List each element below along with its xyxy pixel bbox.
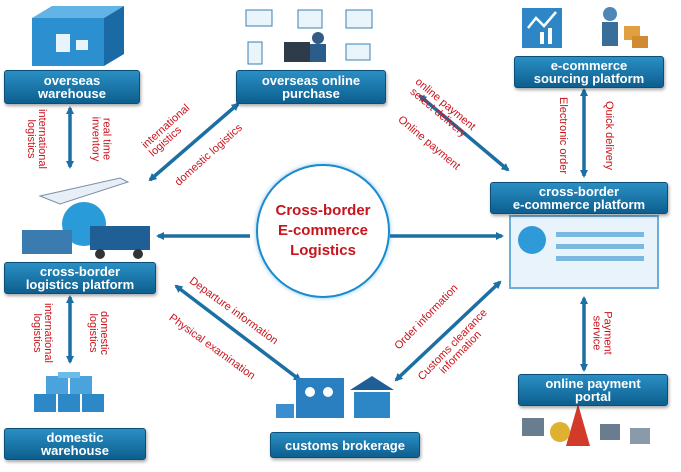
node-online-payment-portal: online payment portal bbox=[518, 374, 668, 406]
arrow-platform-customs bbox=[394, 280, 502, 382]
arrow-logistics-customs bbox=[174, 284, 302, 382]
node-online-payment-portal-line2: portal bbox=[574, 389, 612, 404]
label-domestic-logistics-bottom: domestic logistics bbox=[87, 310, 111, 356]
node-domestic-warehouse: domestic warehouse bbox=[4, 428, 146, 460]
node-domestic-warehouse-line2: warehouse bbox=[41, 443, 109, 458]
node-overseas-warehouse-line2: warehouse bbox=[38, 86, 106, 101]
label-international-logistics-bottom-l1: international bbox=[41, 303, 54, 363]
node-customs-brokerage-line1: customs brokerage bbox=[285, 437, 405, 453]
node-overseas-warehouse-line1: overseas bbox=[43, 73, 101, 88]
node-ecommerce-sourcing-line1: e-commerce bbox=[550, 58, 628, 73]
node-crossborder-ecommerce-line1: cross-border bbox=[538, 184, 620, 199]
node-crossborder-logistics-line1: cross-border bbox=[39, 264, 121, 279]
warehouse-illustration bbox=[32, 6, 124, 66]
node-crossborder-logistics-platform: cross-border logistics platform bbox=[4, 262, 156, 294]
label-international-logistics-top-l1: international bbox=[35, 109, 48, 169]
label-real-time-inventory-l2: inventory bbox=[89, 116, 102, 162]
label-domestic-logistics-bottom-l2: logistics bbox=[87, 313, 100, 353]
node-ecommerce-sourcing-platform: e-commerce sourcing platform bbox=[514, 56, 664, 88]
node-crossborder-ecommerce-line2: e-commerce platform bbox=[512, 197, 646, 212]
label-payment-service: Payment service bbox=[590, 311, 614, 355]
label-quick-delivery-l1: Quick delivery bbox=[603, 100, 616, 171]
node-overseas-warehouse: overseas warehouse bbox=[4, 70, 140, 104]
label-international-logistics-bottom-l2: logistics bbox=[30, 313, 43, 353]
center-hub: Cross-border E-commerce Logistics bbox=[256, 164, 390, 298]
label-payment-service-l1: Payment bbox=[601, 311, 614, 355]
label-international-logistics-bottom: international logistics bbox=[30, 303, 54, 363]
center-line3: Logistics bbox=[290, 242, 356, 259]
payment-illustration bbox=[522, 404, 650, 446]
label-international-logistics-top-l2: logistics bbox=[24, 119, 37, 159]
logistics-illustration bbox=[22, 177, 150, 259]
center-line1: Cross-border bbox=[275, 202, 371, 219]
node-overseas-online-purchase-line2: purchase bbox=[282, 86, 340, 101]
node-online-payment-portal-line1: online payment bbox=[545, 376, 641, 391]
devices-illustration bbox=[245, 9, 373, 65]
label-real-time-inventory-l1: real time bbox=[100, 117, 113, 161]
label-quick-delivery: Quick delivery bbox=[603, 100, 616, 171]
node-ecommerce-sourcing-line2: sourcing platform bbox=[533, 71, 645, 86]
node-crossborder-ecommerce-platform: cross-border e-commerce platform bbox=[490, 182, 668, 214]
label-electronic-order-l1: Electronic order bbox=[557, 96, 570, 175]
node-domestic-warehouse-line1: domestic bbox=[46, 430, 104, 445]
label-international-logistics-top: international logistics bbox=[24, 109, 48, 169]
node-crossborder-logistics-line2: logistics platform bbox=[25, 277, 135, 292]
arrow-logistics-purchase bbox=[148, 102, 240, 182]
center-line2: E-commerce bbox=[277, 222, 369, 239]
label-payment-service-l2: service bbox=[590, 315, 603, 351]
label-real-time-inventory: real time inventory bbox=[89, 116, 113, 162]
sourcing-illustration bbox=[522, 7, 648, 48]
boxes-illustration bbox=[34, 372, 104, 412]
node-customs-brokerage: customs brokerage bbox=[270, 432, 420, 458]
label-domestic-logistics-bottom-l1: domestic bbox=[98, 310, 111, 356]
label-electronic-order: Electronic order bbox=[557, 96, 570, 175]
customs-illustration bbox=[276, 376, 394, 418]
platform-screen-illustration bbox=[509, 215, 659, 289]
arrow-purchase-platform bbox=[418, 94, 510, 172]
node-overseas-online-purchase: overseas online purchase bbox=[236, 70, 386, 104]
node-overseas-online-purchase-line1: overseas online bbox=[261, 73, 361, 88]
